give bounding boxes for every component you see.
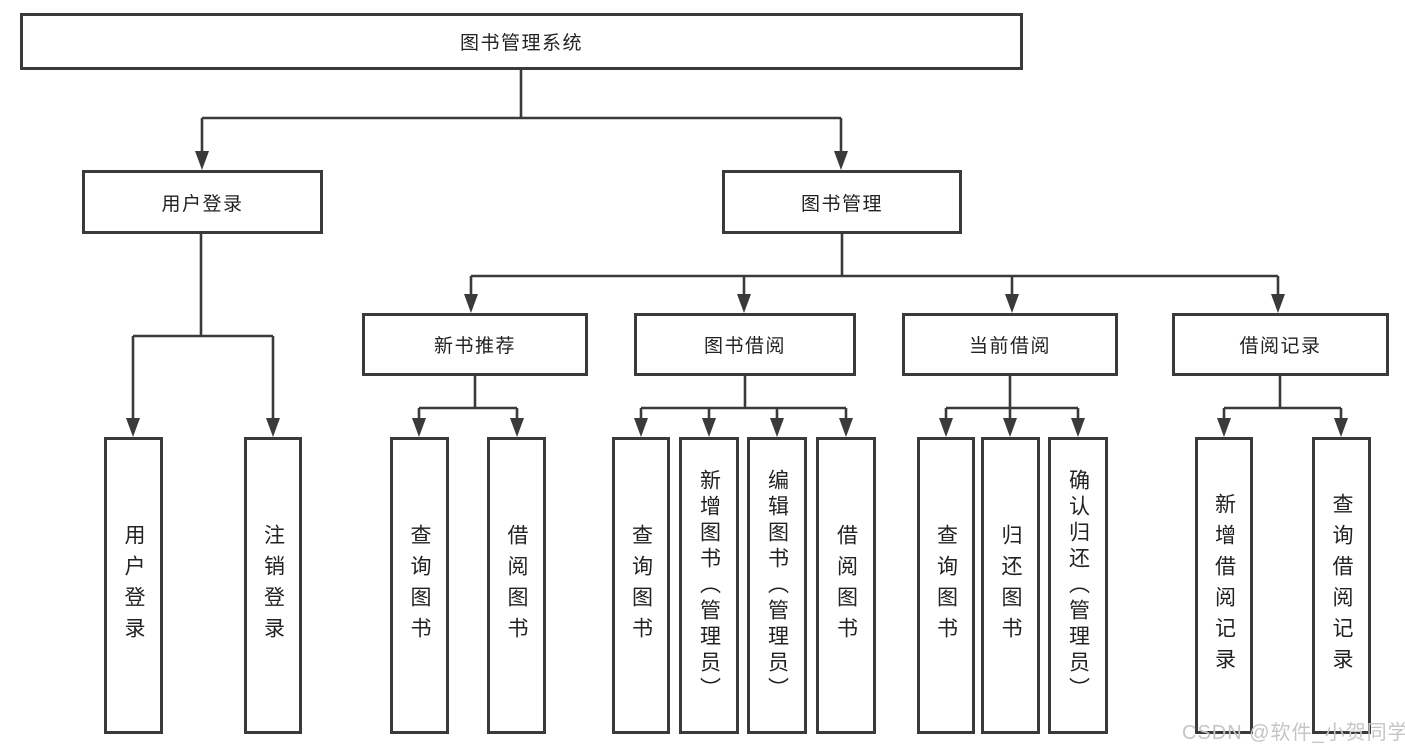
leaf-return-book: 归还图书 [981, 437, 1040, 734]
node-user-login-label: 用户登录 [161, 193, 244, 215]
leaf-query-borrow-record: 查询借阅记录 [1312, 437, 1371, 734]
leaf-return-book-label: 归还图书 [999, 523, 1022, 648]
node-book-borrowing-label: 图书借阅 [703, 336, 786, 357]
node-current-borrowing: 当前借阅 [902, 313, 1118, 376]
node-new-book-recommend-label: 新书推荐 [433, 336, 516, 357]
connector-borrowing-records-to-leaves [1217, 376, 1348, 437]
leaf-add-borrow-record: 新增借阅记录 [1195, 437, 1253, 734]
leaf-add-book-admin-label: 新增图书（管理员） [697, 468, 721, 703]
node-book-management: 图书管理 [722, 170, 962, 234]
node-root-label: 图书管理系统 [459, 33, 583, 54]
node-user-login: 用户登录 [82, 170, 323, 234]
leaf-logout: 注销登录 [244, 437, 302, 734]
connector-current-borrowing-to-leaves [939, 376, 1085, 437]
leaf-borrow-books-recommend-label: 借阅图书 [505, 523, 528, 648]
connector-book-management-to-level3 [464, 234, 1285, 313]
connector-new-book-recommend-to-leaves [412, 376, 524, 437]
leaf-query-borrow-record-label: 查询借阅记录 [1330, 492, 1353, 679]
leaf-query-books-recommend: 查询图书 [390, 437, 449, 734]
node-current-borrowing-label: 当前借阅 [968, 336, 1051, 357]
leaf-edit-book-admin: 编辑图书（管理员） [747, 437, 807, 734]
leaf-logout-label: 注销登录 [261, 523, 285, 648]
leaf-borrow-books-borrowing-label: 借阅图书 [834, 523, 858, 648]
leaf-add-book-admin: 新增图书（管理员） [679, 437, 739, 734]
connector-user-login-to-leaves [126, 234, 280, 437]
node-borrowing-records-label: 借阅记录 [1239, 336, 1322, 357]
leaf-add-borrow-record-label: 新增借阅记录 [1212, 492, 1236, 679]
connector-book-borrowing-to-leaves [634, 376, 853, 437]
leaf-user-login-label: 用户登录 [122, 523, 145, 648]
leaf-query-books-current: 查询图书 [917, 437, 975, 734]
node-book-management-label: 图书管理 [800, 193, 883, 215]
leaf-user-login: 用户登录 [104, 437, 163, 734]
leaf-query-books-borrowing-label: 查询图书 [629, 523, 653, 648]
leaf-query-books-current-label: 查询图书 [934, 523, 958, 648]
leaf-confirm-return-admin-label: 确认归还（管理员） [1066, 468, 1090, 703]
leaf-query-books-borrowing: 查询图书 [612, 437, 670, 734]
leaf-edit-book-admin-label: 编辑图书（管理员） [765, 468, 789, 703]
node-borrowing-records: 借阅记录 [1172, 313, 1389, 376]
node-root: 图书管理系统 [20, 13, 1023, 70]
node-book-borrowing: 图书借阅 [634, 313, 856, 376]
leaf-borrow-books-recommend: 借阅图书 [487, 437, 546, 734]
leaf-confirm-return-admin: 确认归还（管理员） [1048, 437, 1108, 734]
leaf-borrow-books-borrowing: 借阅图书 [816, 437, 876, 734]
csdn-watermark: CSDN @软件_小贺同学 [1182, 722, 1405, 744]
node-new-book-recommend: 新书推荐 [362, 313, 588, 376]
connector-root-to-level2 [195, 70, 848, 170]
leaf-query-books-recommend-label: 查询图书 [408, 523, 431, 648]
